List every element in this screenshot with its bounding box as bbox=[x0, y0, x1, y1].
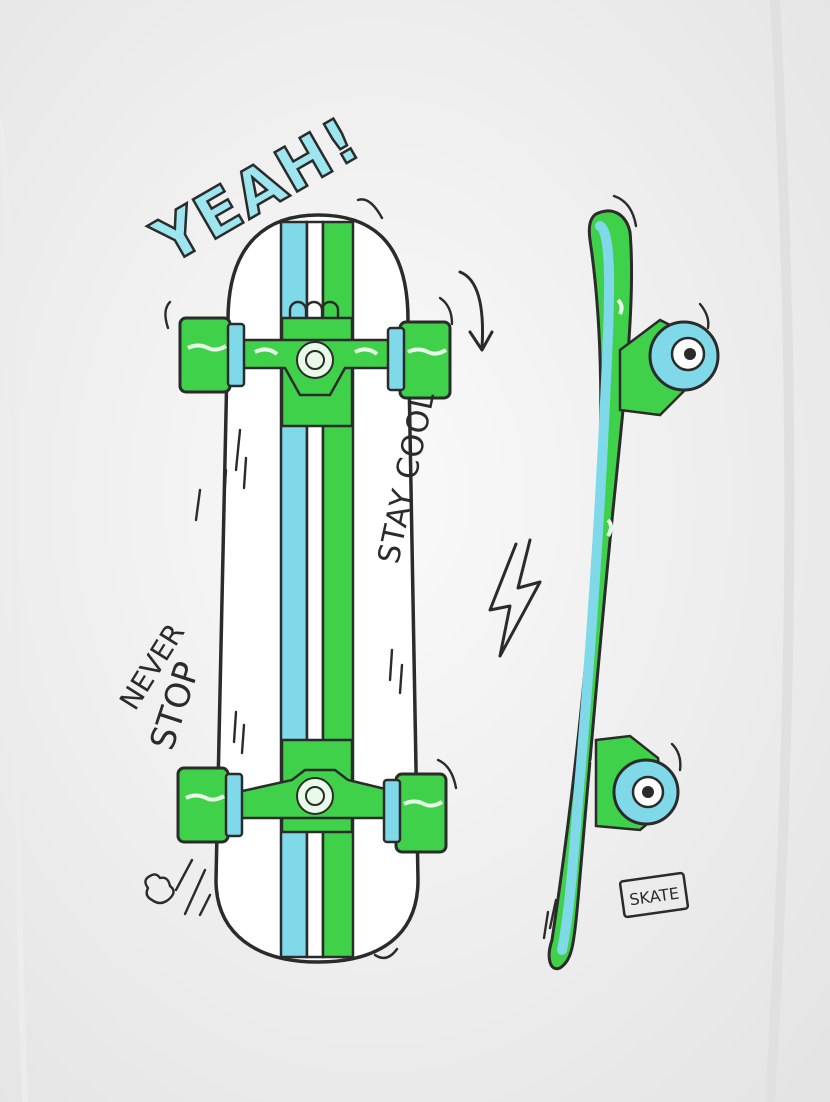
curved-arrow-icon bbox=[458, 270, 494, 352]
front-skateboard: STAY COOL bbox=[164, 198, 458, 964]
wheel-bottom-left bbox=[176, 766, 230, 844]
rock-doodle bbox=[144, 873, 175, 905]
side-skateboard bbox=[542, 194, 720, 971]
wheel-top-left bbox=[178, 316, 232, 394]
side-deck-stripe bbox=[557, 221, 615, 955]
front-bottom-truck bbox=[176, 738, 448, 854]
lightning-bolt-icon bbox=[488, 538, 542, 658]
wheel-top-right bbox=[398, 320, 452, 400]
sleeve-seam-left bbox=[0, 119, 28, 1102]
wheel-bottom-right bbox=[394, 772, 448, 854]
sleeve-seam-right bbox=[765, 0, 795, 1102]
front-motion-lines bbox=[164, 198, 458, 960]
front-top-truck bbox=[178, 300, 452, 428]
